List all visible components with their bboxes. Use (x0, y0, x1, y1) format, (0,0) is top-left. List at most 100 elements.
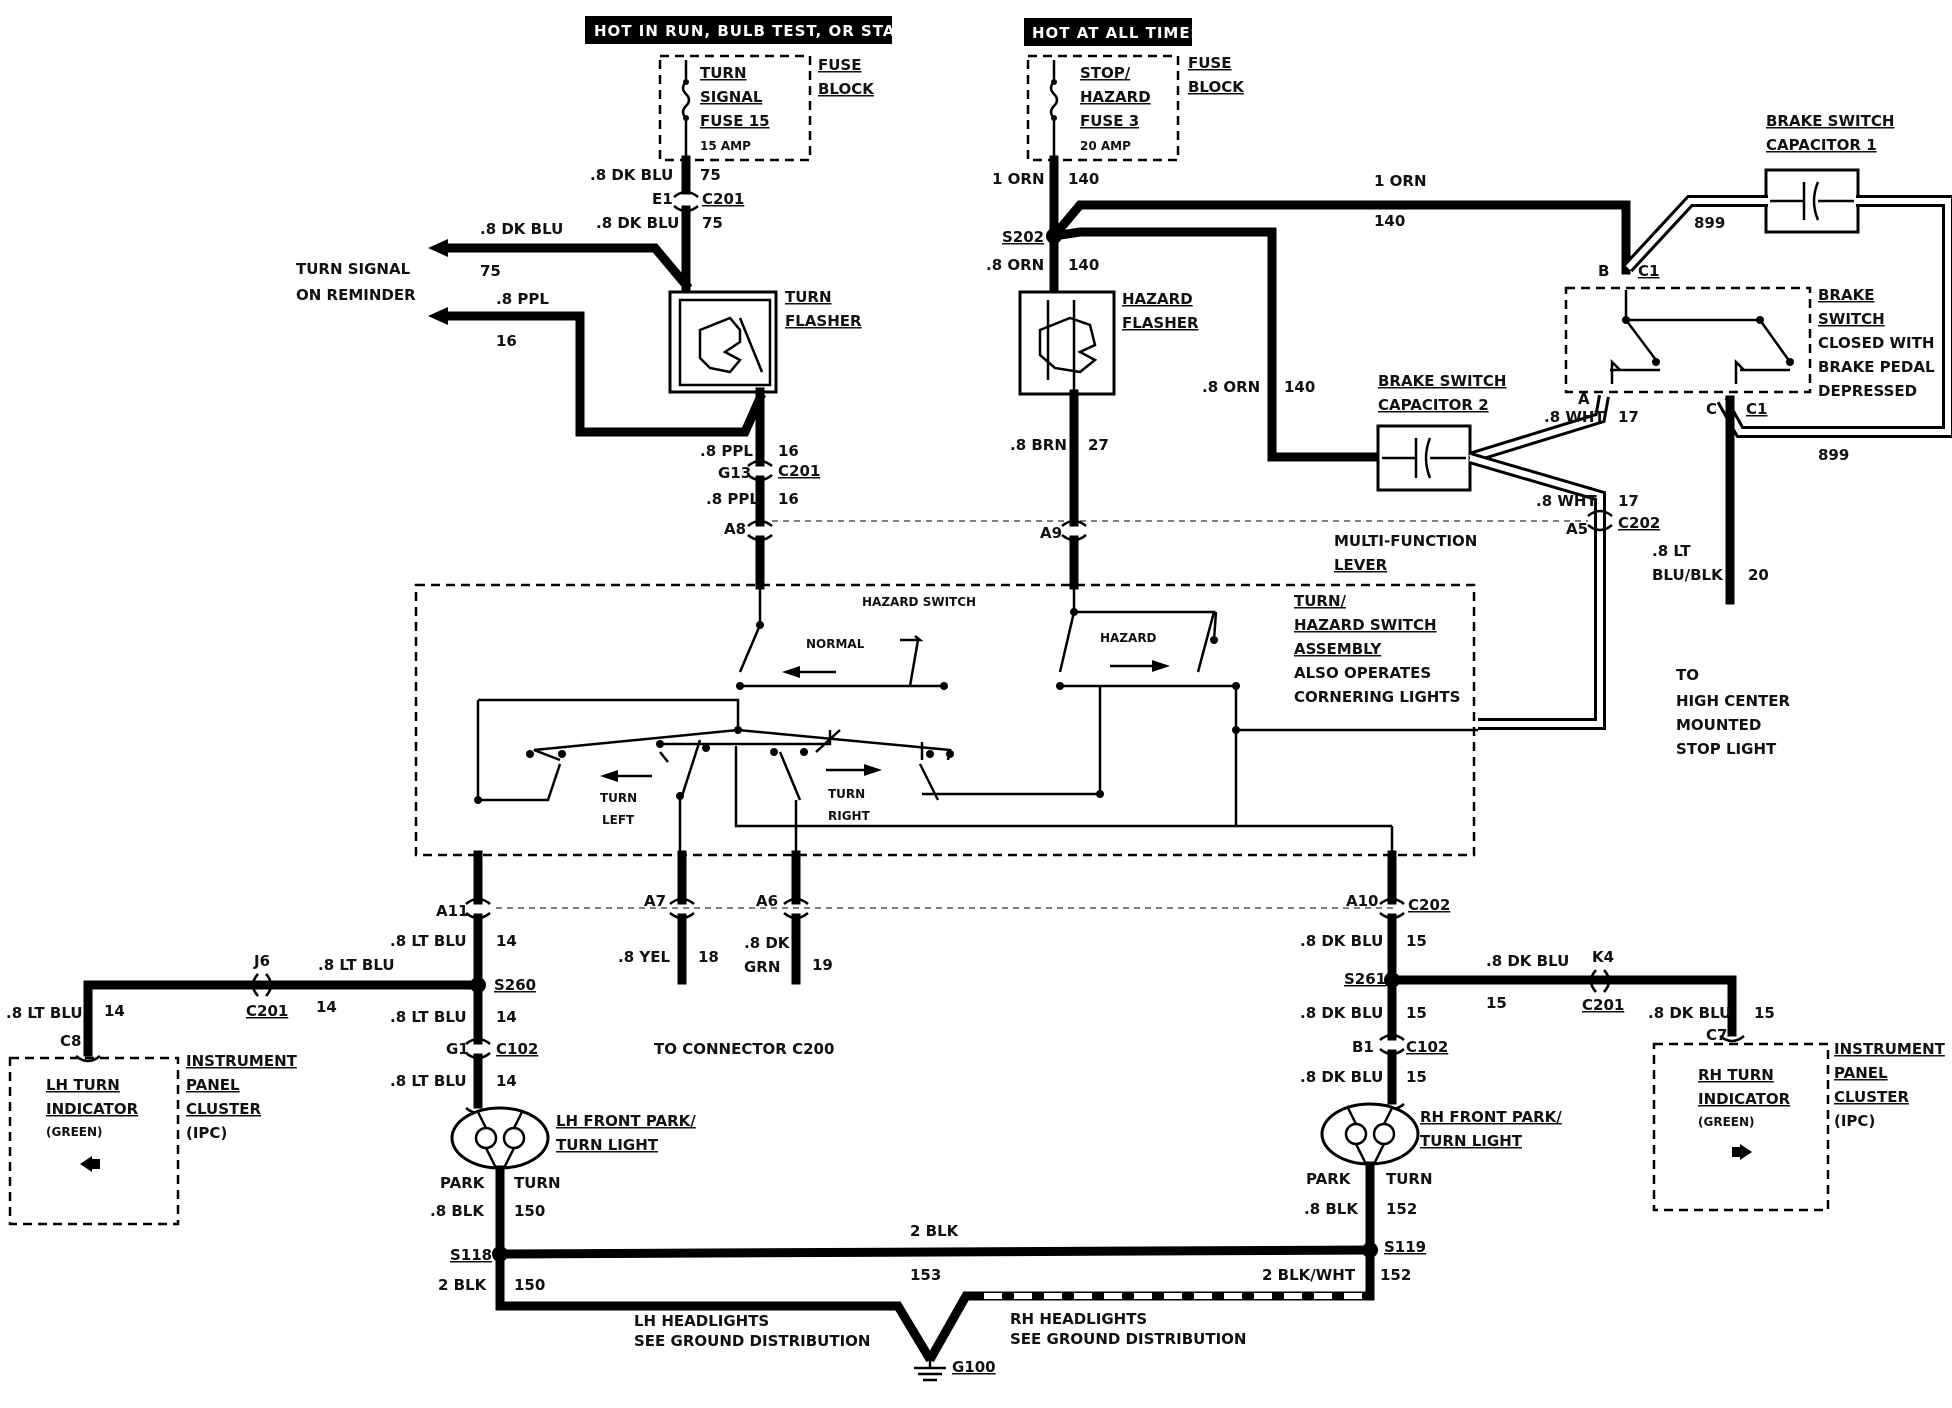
turn-flasher-label1: TURN (785, 288, 832, 306)
label-c15-1: 15 (1406, 932, 1427, 950)
label-c15-2: 15 (1406, 1004, 1427, 1022)
cap1-label1: BRAKE SWITCH (1766, 112, 1894, 130)
rh-turn-label: TURN (1386, 1170, 1433, 1188)
turn-left-label2: LEFT (602, 813, 635, 827)
label-dk-blu-2: .8 DK BLU (596, 214, 679, 232)
hazard-flasher-label2: FLASHER (1122, 314, 1199, 332)
label-lt-blu-2: .8 LT BLU (390, 1008, 467, 1026)
lh-front-park-turn-light (450, 1106, 550, 1170)
brake-switch-label5: DEPRESSED (1818, 382, 1917, 400)
lh-lamp-label1: LH FRONT PARK/ (556, 1112, 696, 1130)
hazard-label: HAZARD (1100, 631, 1157, 645)
turn-fuse-line2: SIGNAL (700, 88, 763, 106)
cap1-label2: CAPACITOR 1 (1766, 136, 1877, 154)
label-g13: G13 (718, 464, 751, 482)
label-a10: A10 (1346, 892, 1378, 910)
label-lt-blu-3: .8 LT BLU (390, 1072, 467, 1090)
label-c202-1: C202 (1618, 514, 1660, 532)
label-lt-blu-blk-1: .8 LT (1652, 542, 1691, 560)
reminder-label1: TURN SIGNAL (296, 260, 411, 278)
label-c8: C8 (60, 1032, 81, 1050)
hazard-fuse-element (1049, 60, 1059, 160)
label-c14-3: 14 (496, 1072, 517, 1090)
turn-fuse-block (658, 54, 812, 162)
wire-75-reminder (440, 243, 693, 292)
to-connector-c200: TO CONNECTOR C200 (654, 1040, 834, 1058)
label-pin-a: A (1578, 390, 1590, 408)
turn-right-label1: TURN (828, 787, 865, 801)
label-c20: 20 (1748, 566, 1769, 584)
lh-ipc-label2: PANEL (186, 1076, 240, 1094)
rh-indicator-label3: (GREEN) (1698, 1115, 1755, 1129)
chmsl-label1: TO (1676, 666, 1699, 684)
rh-turn-indicator (1652, 1042, 1830, 1212)
hazard-fuse-rating: 20 AMP (1080, 139, 1131, 153)
lh-ipc-label4: (IPC) (186, 1124, 227, 1142)
hazard-fuse-line2: HAZARD (1080, 88, 1151, 106)
label-dk-grn-2: GRN (744, 958, 780, 976)
label-orn-1b: 1 ORN (1374, 172, 1427, 190)
hazard-flasher (1018, 290, 1116, 396)
brake-switch-label1: BRAKE (1818, 286, 1874, 304)
label-dk-blu-8: .8 DK BLU (1648, 1004, 1731, 1022)
label-pin-b: B (1598, 262, 1609, 280)
label-pin-c: C (1706, 400, 1717, 418)
wire-140-to-brake-switch (1047, 200, 1631, 275)
assembly-label5: CORNERING LIGHTS (1294, 688, 1460, 706)
rh-park-label: PARK (1306, 1170, 1352, 1188)
rh-ipc-label1: INSTRUMENT (1834, 1040, 1946, 1058)
rh-ground-label1: RH HEADLIGHTS (1010, 1310, 1147, 1328)
hazard-fuse-line1: STOP/ (1080, 64, 1131, 82)
label-dk-blu-5: .8 DK BLU (1300, 1004, 1383, 1022)
label-c202-2: C202 (1408, 896, 1450, 914)
connector-j6 (251, 973, 273, 997)
label-c152-2: 152 (1380, 1266, 1411, 1284)
label-c140-3: 140 (1068, 256, 1099, 274)
assembly-label3: ASSEMBLY (1294, 640, 1382, 658)
label-dk-blu-3: .8 DK BLU (480, 220, 563, 238)
label-dk-blu-7: .8 DK BLU (1486, 952, 1569, 970)
lh-lamp-label2: TURN LIGHT (556, 1136, 659, 1154)
lh-turn-indicator (8, 1056, 180, 1226)
turn-right-label2: RIGHT (828, 809, 871, 823)
label-c7: C7 (1706, 1026, 1727, 1044)
label-s260: S260 (494, 976, 536, 994)
turn-fuse-line3: FUSE 15 (700, 112, 770, 130)
turn-fuse-rating: 15 AMP (700, 139, 751, 153)
right-arrow-icon (1740, 1144, 1752, 1160)
connector-c7 (1719, 1035, 1745, 1043)
label-s261: S261 (1344, 970, 1386, 988)
brake-switch (1564, 286, 1812, 394)
lh-indicator-label3: (GREEN) (46, 1125, 103, 1139)
svg-text:HOT AT ALL TIMES: HOT AT ALL TIMES (1032, 24, 1202, 42)
cap2-label2: CAPACITOR 2 (1378, 396, 1489, 414)
assembly-label1: TURN/ (1294, 592, 1347, 610)
label-c150-2: 150 (514, 1276, 545, 1294)
turn-left-label1: TURN (600, 791, 637, 805)
wire-150-to-g100 (495, 1253, 935, 1363)
rh-ipc-label4: (IPC) (1834, 1112, 1875, 1130)
turn-hazard-switch-assembly (414, 583, 1476, 857)
label-dk-grn-1: .8 DK (744, 934, 791, 952)
label-a9: A9 (1040, 524, 1062, 542)
chmsl-label4: STOP LIGHT (1676, 740, 1777, 758)
fuse-block-label2: BLOCK (818, 80, 875, 98)
wire-17-to-c202 (1478, 512, 1606, 730)
rh-lamp-label1: RH FRONT PARK/ (1420, 1108, 1562, 1126)
label-g100: G100 (952, 1358, 996, 1376)
label-a8: A8 (724, 520, 746, 538)
hazard-fuse-block (1026, 54, 1180, 162)
label-c15-4: 15 (1486, 994, 1507, 1012)
turn-flasher-label2: FLASHER (785, 312, 862, 330)
normal-label: NORMAL (806, 637, 865, 651)
label-j6: J6 (253, 952, 270, 970)
label-c15-5: 15 (1754, 1004, 1775, 1022)
label-c201-4: C201 (1582, 996, 1624, 1014)
left-arrow-icon (80, 1156, 92, 1172)
brake-switch-label2: SWITCH (1818, 310, 1885, 328)
label-k4: K4 (1592, 948, 1614, 966)
label-a7: A7 (644, 892, 666, 910)
wire-899-cap1-left (1623, 195, 1768, 273)
label-ppl-1: .8 PPL (496, 290, 549, 308)
